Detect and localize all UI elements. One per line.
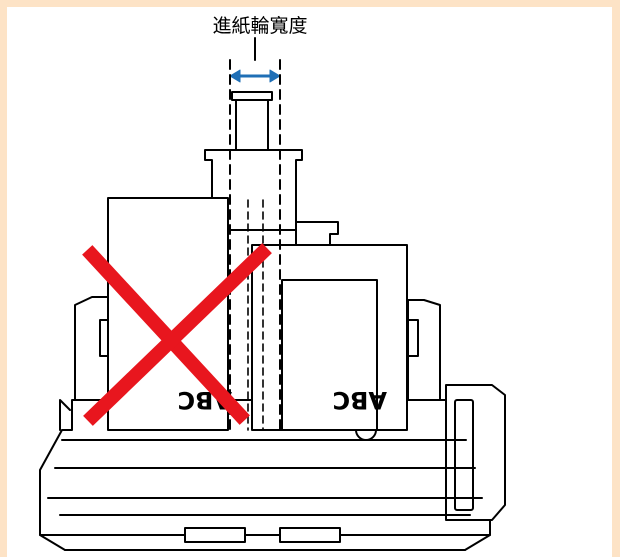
document-right-front bbox=[281, 279, 378, 431]
roller-inner-guides bbox=[247, 199, 264, 431]
width-arrow-icon bbox=[229, 69, 281, 83]
scanner-body bbox=[39, 384, 506, 551]
feed-roller-width-label: 進紙輪寬度 bbox=[212, 15, 308, 37]
roller-width-guides bbox=[229, 59, 281, 431]
roller-indicator bbox=[355, 429, 377, 441]
